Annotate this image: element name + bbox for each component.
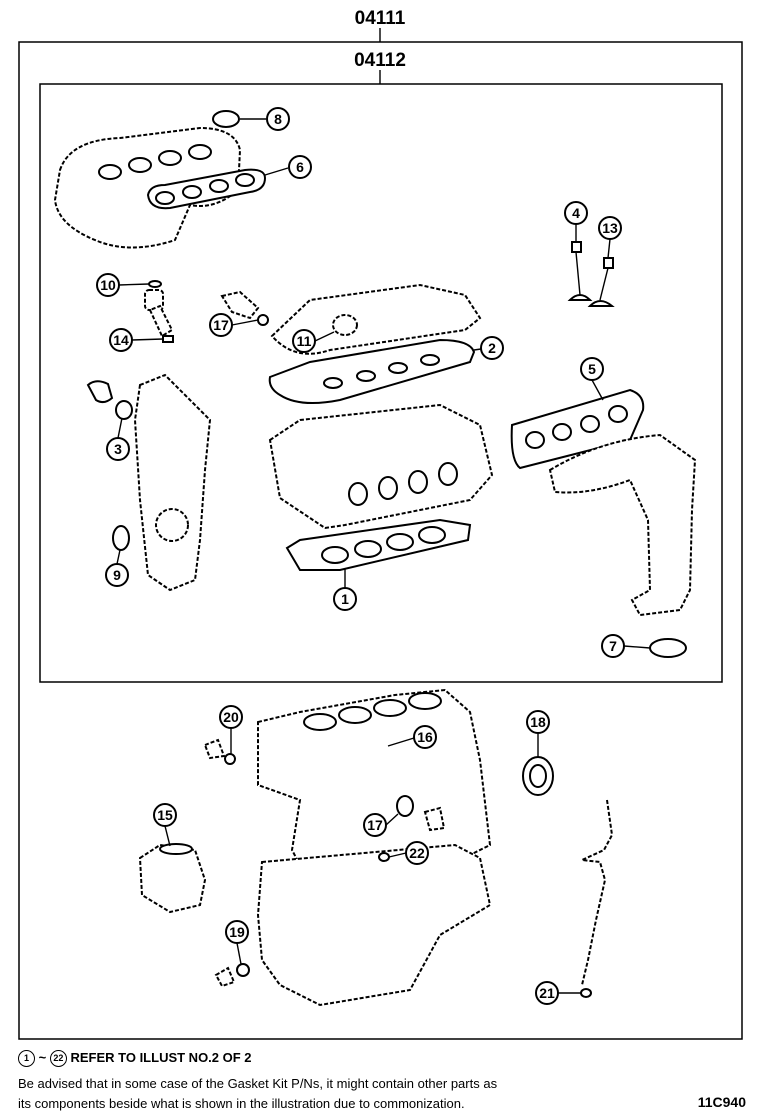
cylinder-block-bores: [303, 692, 442, 731]
callout-9: 9: [105, 563, 129, 587]
kit-code-outer: 04111: [355, 8, 406, 29]
callout-19: 19: [225, 920, 249, 944]
kit-code-inner: 04112: [354, 50, 406, 71]
note-tilde: ~: [38, 1050, 47, 1065]
advice-line-2: its components beside what is shown in t…: [18, 1096, 465, 1111]
oil-filler-cap: [332, 314, 358, 336]
gasket-22: [378, 852, 390, 862]
callout-17-top: 17: [209, 313, 233, 337]
throttle-body-gasket: [212, 110, 240, 128]
svg-text:16: 16: [417, 729, 433, 745]
timing-cover-oil-seal: [112, 525, 130, 551]
head-gasket-bores: [321, 526, 446, 564]
svg-text:21: 21: [539, 985, 555, 1001]
svg-text:10: 10: [100, 277, 116, 293]
callout-10: 10: [96, 273, 120, 297]
callout-7: 7: [601, 634, 625, 658]
drain-plug: [214, 966, 236, 988]
callout-14: 14: [109, 328, 133, 352]
svg-text:17: 17: [367, 817, 383, 833]
note-start-callout: 1: [18, 1050, 35, 1068]
svg-text:18: 18: [530, 714, 546, 730]
drain-plug-gasket: [236, 963, 250, 977]
svg-text:4: 4: [572, 205, 580, 221]
callout-6: 6: [288, 155, 312, 179]
svg-text:19: 19: [229, 924, 245, 940]
inner-kit-frame: [39, 83, 723, 683]
oil-pump-assembly: [138, 843, 207, 914]
svg-text:20: 20: [223, 709, 239, 725]
callout-2: 2: [480, 336, 504, 360]
svg-text:9: 9: [113, 567, 121, 583]
cylinder-head: [268, 403, 494, 530]
exhaust-manifold: [548, 433, 697, 617]
callout-22: 22: [405, 841, 429, 865]
refer-note: 1 ~ 22 REFER TO ILLUST NO.2 OF 2: [18, 1050, 252, 1068]
svg-text:11: 11: [297, 333, 312, 349]
cylinder-head-ports: [348, 462, 458, 506]
callout-4: 4: [564, 201, 588, 225]
svg-text:2: 2: [488, 340, 496, 356]
callout-3: 3: [106, 437, 130, 461]
callout-1: 1: [333, 587, 357, 611]
cylinder-block: [257, 688, 492, 872]
svg-text:22: 22: [409, 845, 425, 861]
valve-assembly: [567, 241, 615, 307]
callout-11: 11: [292, 329, 316, 353]
fuel-injector: [144, 280, 174, 343]
callout-15: 15: [153, 803, 177, 827]
callout-16: 16: [413, 725, 437, 749]
callout-17-bottom: 17: [363, 813, 387, 837]
svg-text:3: 3: [114, 441, 122, 457]
intake-manifold-ports: [98, 144, 212, 180]
svg-text:5: 5: [588, 361, 596, 377]
block-plug: [423, 806, 446, 832]
svg-text:8: 8: [274, 111, 282, 127]
svg-text:6: 6: [296, 159, 304, 175]
cover-gasket-plug-holes: [323, 354, 440, 389]
outer-kit-frame: [18, 41, 743, 1040]
intake-gasket-ports: [155, 173, 255, 205]
note-end-callout: 22: [49, 1050, 67, 1068]
svg-text:15: 15: [157, 807, 173, 823]
advice-line-1: Be advised that in some case of the Gask…: [18, 1076, 498, 1091]
plug-20: [203, 738, 226, 760]
cam-sensor: [220, 290, 269, 326]
svg-text:7: 7: [609, 638, 617, 654]
callout-13: 13: [598, 216, 622, 240]
callout-8: 8: [266, 107, 290, 131]
callout-5: 5: [580, 357, 604, 381]
gauge-guide-oring: [580, 988, 592, 998]
exhaust-gasket-ports: [525, 405, 628, 449]
callout-21: 21: [535, 981, 559, 1005]
oil-level-gauge-guide: [578, 799, 614, 986]
timing-cover-gasket: [86, 380, 114, 404]
exhaust-pipe-gasket: [649, 638, 687, 658]
leader-lines: [116, 118, 651, 994]
callout-18: 18: [526, 710, 550, 734]
svg-text:14: 14: [113, 332, 129, 348]
note-text: REFER TO ILLUST NO.2 OF 2: [70, 1050, 252, 1065]
svg-text:13: 13: [602, 220, 618, 236]
small-gasket: [115, 400, 133, 420]
oil-pump-gasket: [159, 843, 193, 855]
callout-20: 20: [219, 705, 243, 729]
svg-text:17: 17: [213, 317, 229, 333]
figure-code: 11C940: [697, 1094, 746, 1110]
timing-chain-cover: [133, 373, 212, 592]
oil-pan: [256, 843, 492, 1007]
block-oring-17: [396, 795, 414, 817]
svg-text:1: 1: [341, 591, 349, 607]
